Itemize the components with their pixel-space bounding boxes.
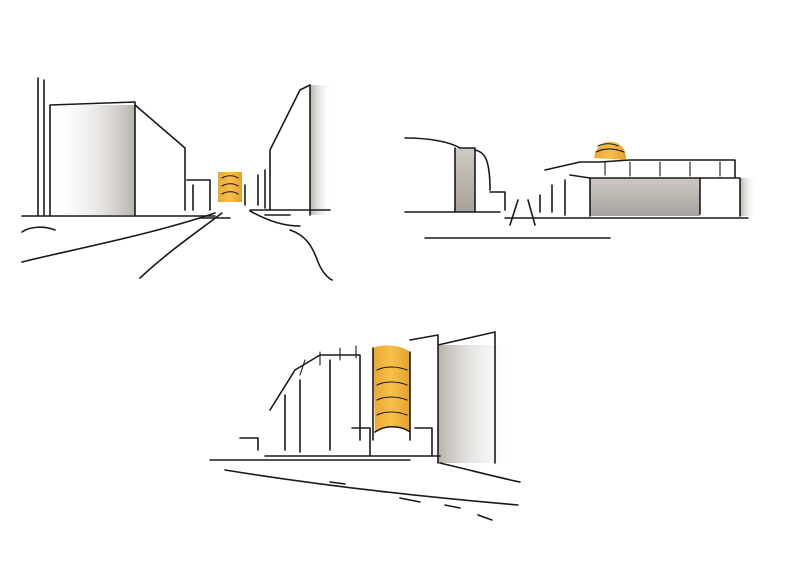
edge-shade — [740, 178, 756, 216]
sketch-close-view — [209, 331, 521, 521]
sketch-wide-view — [404, 137, 756, 239]
tower-shade — [455, 148, 475, 212]
gold-tower — [373, 345, 410, 432]
left-building-shade — [50, 105, 135, 215]
distant-gold-building — [218, 172, 242, 202]
block-shade — [590, 178, 700, 216]
right-wall-shade — [438, 345, 518, 463]
sketch-street-view — [21, 77, 333, 281]
right-building-shade — [310, 85, 332, 215]
